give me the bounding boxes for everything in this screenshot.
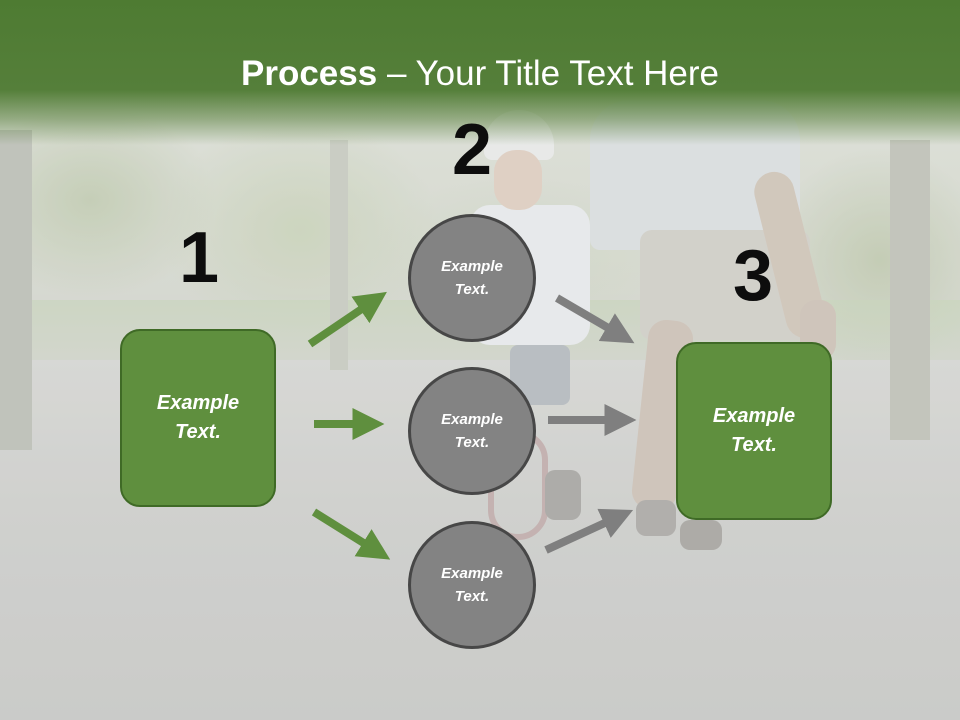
- background-child-shoe: [545, 470, 581, 520]
- process-circle-middle-line-2: Text.: [454, 434, 490, 451]
- background-tree-trunk: [330, 140, 348, 370]
- process-box-right-text: Example Text.: [694, 402, 814, 460]
- title-banner: [0, 0, 960, 145]
- slide-title[interactable]: Process – Your Title Text Here: [0, 52, 960, 96]
- background-tree-trunk: [0, 130, 32, 450]
- process-circle-middle-text: Example Text.: [424, 408, 520, 454]
- background-adult-shoe: [680, 520, 722, 550]
- process-circle-bottom-line-2: Text.: [454, 588, 490, 605]
- arrow-from-bottom-circle: [544, 508, 634, 554]
- process-box-left-line-2: Text.: [175, 421, 221, 443]
- step-number-1: 1: [178, 218, 220, 298]
- process-circle-top-text: Example Text.: [424, 255, 520, 301]
- background-adult-shoe: [636, 500, 676, 536]
- process-circle-middle[interactable]: Example Text.: [408, 367, 536, 495]
- process-box-right[interactable]: Example Text.: [676, 342, 832, 520]
- process-circle-top-line-2: Text.: [454, 281, 490, 298]
- step-number-3: 3: [732, 236, 774, 316]
- process-circle-top[interactable]: Example Text.: [408, 214, 536, 342]
- process-box-right-line-2: Text.: [731, 434, 777, 456]
- process-box-left-text: Example Text.: [138, 389, 258, 447]
- process-circle-bottom-line-1: Example: [441, 565, 503, 582]
- title-rest-part: – Your Title Text Here: [377, 54, 719, 93]
- background-tree-trunk: [890, 140, 930, 440]
- title-bold-part: Process: [241, 54, 378, 93]
- process-box-left-line-1: Example: [156, 392, 240, 414]
- process-circle-bottom[interactable]: Example Text.: [408, 521, 536, 649]
- arrow-to-bottom-circle: [311, 508, 391, 560]
- background-child-face: [494, 150, 542, 210]
- arrow-from-top-circle: [554, 294, 635, 344]
- process-circle-bottom-text: Example Text.: [424, 562, 520, 608]
- step-number-2: 2: [451, 110, 493, 190]
- process-box-right-line-1: Example: [712, 405, 796, 427]
- arrow-to-top-circle: [307, 291, 387, 348]
- process-circle-middle-line-1: Example: [441, 411, 503, 428]
- process-circle-top-line-1: Example: [441, 258, 503, 275]
- process-box-left[interactable]: Example Text.: [120, 329, 276, 507]
